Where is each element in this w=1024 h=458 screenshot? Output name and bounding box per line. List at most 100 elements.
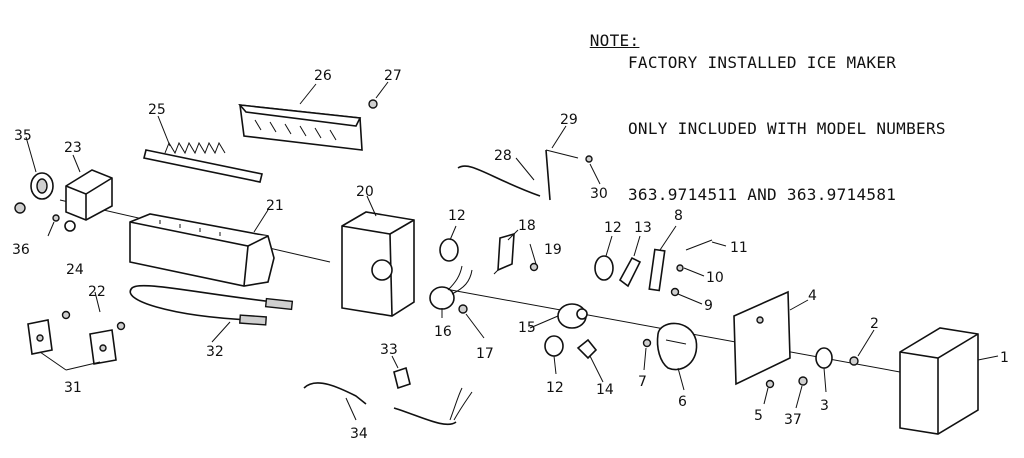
callout-4: 4 (808, 288, 817, 304)
callout-14: 14 (596, 382, 614, 398)
leader-33 (391, 355, 399, 369)
callout-16: 16 (434, 324, 452, 340)
part-7-screw (642, 338, 652, 348)
part-26-ice-rack (238, 103, 363, 151)
part-32-heater (129, 284, 294, 326)
note-label: NOTE: (589, 31, 640, 50)
callout-2: 2 (870, 316, 879, 332)
leader-13 (633, 235, 641, 257)
part-15-gear (557, 303, 588, 329)
leader-3 (823, 367, 827, 393)
part-27-screw (368, 99, 378, 109)
part-6-motor-housing (656, 322, 698, 371)
callout-3: 3 (820, 398, 829, 414)
leader-32 (211, 321, 231, 343)
note-line-1: FACTORY INSTALLED ICE MAKER (628, 53, 897, 72)
callout-32: 32 (206, 344, 224, 360)
leader-1 (977, 355, 999, 361)
leader-34 (345, 397, 357, 421)
part-19-screw (529, 262, 539, 272)
callout-13: 13 (634, 220, 652, 236)
callout-26: 26 (314, 68, 332, 84)
part-12-cam-a (439, 238, 459, 262)
leader-4 (789, 299, 809, 311)
factory-note: NOTE: FACTORY INSTALLED ICE MAKER ONLY I… (550, 8, 946, 204)
leader-6 (677, 367, 685, 391)
callout-10: 10 (706, 270, 724, 286)
part-13-spring (618, 256, 642, 288)
callout-27: 27 (384, 68, 402, 84)
part-33-clip (393, 366, 411, 390)
callout-7: 7 (638, 374, 647, 390)
leader-12b (605, 235, 613, 257)
callout-35: 35 (14, 128, 32, 144)
callout-12a: 12 (448, 208, 466, 224)
leader-14 (589, 355, 604, 383)
callout-8: 8 (674, 208, 683, 224)
leader-26 (299, 83, 317, 105)
leader-19 (529, 243, 537, 265)
leader-17 (465, 313, 485, 339)
callout-21: 21 (266, 198, 284, 214)
part-29-lever (545, 149, 579, 201)
callout-29: 29 (560, 112, 578, 128)
part-16-motor (429, 265, 473, 310)
leader-24 (47, 221, 55, 237)
part-22-screws (61, 310, 126, 331)
leader-2 (857, 329, 875, 357)
leader-8 (659, 225, 677, 251)
callout-1: 1 (1000, 350, 1009, 366)
part-35-ring (30, 172, 54, 200)
leader-27 (375, 81, 389, 99)
part-20-control-box (341, 211, 415, 317)
callout-18: 18 (518, 218, 536, 234)
callout-36: 36 (12, 242, 30, 258)
callout-17: 17 (476, 346, 494, 362)
callout-20: 20 (356, 184, 374, 200)
part-36-nut (14, 202, 26, 214)
callout-33: 33 (380, 342, 398, 358)
callout-25: 25 (148, 102, 166, 118)
part-12-cam-b (594, 255, 614, 281)
part-23-housing (65, 169, 113, 221)
callout-9: 9 (704, 298, 713, 314)
part-10-spring (676, 264, 684, 272)
leader-31 (39, 351, 101, 371)
leader-23 (72, 154, 81, 173)
callout-19: 19 (544, 242, 562, 258)
note-body: FACTORY INSTALLED ICE MAKER ONLY INCLUDE… (628, 8, 946, 250)
part-12-cam-c (544, 335, 564, 357)
leader-18 (507, 229, 519, 241)
part-17-screw (458, 304, 468, 314)
part-21-ice-mold (129, 213, 275, 287)
part-3-bushing (815, 347, 833, 369)
leader-15 (529, 315, 559, 329)
part-2-screw (849, 356, 859, 366)
part-18-bracket (493, 232, 515, 275)
leader-10 (683, 267, 705, 277)
leader-22 (94, 291, 101, 313)
callout-12b: 12 (604, 220, 622, 236)
part-1-cover (899, 327, 979, 435)
part-34-harness (303, 382, 473, 426)
part-37-nut (798, 376, 808, 386)
callout-6: 6 (678, 394, 687, 410)
callout-37: 37 (784, 412, 802, 428)
callout-24: 24 (66, 262, 84, 278)
part-14-arm (576, 338, 598, 360)
leader-5 (763, 387, 769, 405)
leader-11 (711, 241, 727, 247)
part-5-screw (765, 379, 775, 389)
leader-20 (366, 195, 377, 217)
leader-7 (643, 347, 647, 371)
leader-21 (253, 209, 269, 233)
callout-31: 31 (64, 380, 82, 396)
leader-12c (553, 355, 557, 375)
part-9-screw (670, 287, 680, 297)
part-11-screw (685, 239, 713, 251)
leader-25 (157, 115, 171, 147)
part-28-arm (457, 165, 541, 197)
leader-35 (25, 136, 37, 173)
callout-12c: 12 (546, 380, 564, 396)
